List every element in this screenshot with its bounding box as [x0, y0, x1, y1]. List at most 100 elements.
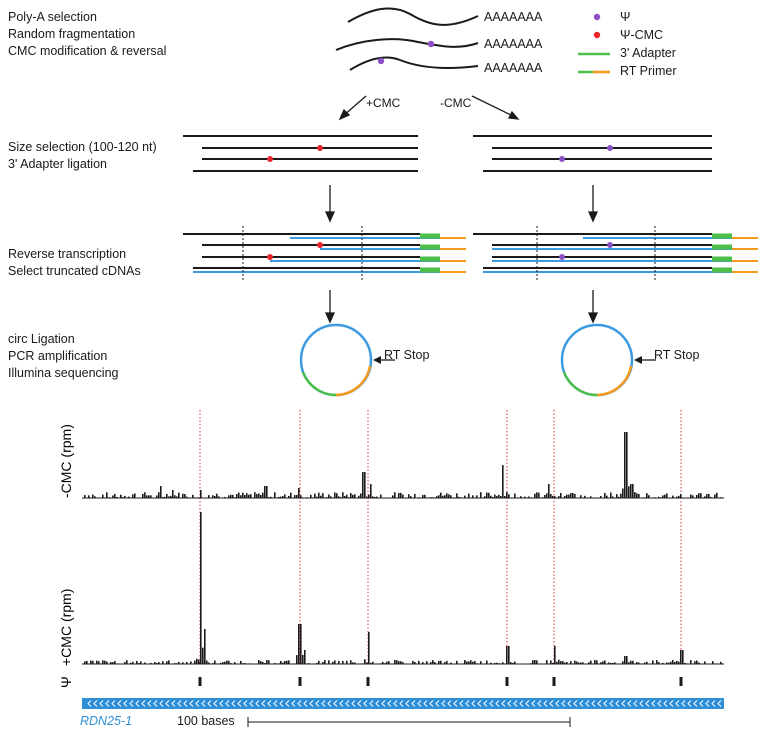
coverage-bar-plus-cmc: [632, 660, 634, 664]
coverage-bar-minus-cmc: [92, 494, 94, 498]
coverage-bar-plus-cmc: [86, 660, 88, 664]
coverage-bar-plus-cmc: [114, 661, 116, 664]
strand-chevron: [519, 700, 524, 707]
coverage-bar-minus-cmc: [424, 494, 426, 498]
coverage-bar-minus-cmc: [218, 496, 220, 498]
coverage-bar-minus-cmc: [306, 497, 308, 498]
coverage-bar-plus-cmc: [92, 660, 94, 664]
coverage-bar-plus-cmc: [438, 660, 440, 664]
coverage-bar-minus-cmc: [690, 494, 692, 498]
mrna-line-2: [335, 38, 479, 51]
coverage-bar-minus-cmc: [566, 494, 568, 498]
coverage-bar-minus-cmc: [328, 494, 330, 498]
coverage-bar-plus-cmc: [672, 660, 674, 664]
coverage-bar-minus-cmc: [664, 494, 666, 498]
coverage-bar-minus-cmc: [536, 492, 538, 498]
coverage-bar-minus-cmc: [500, 496, 502, 498]
coverage-bar-minus-cmc: [636, 493, 638, 498]
coverage-bar-plus-cmc: [634, 663, 636, 664]
strand-chevron: [663, 700, 668, 707]
coverage-bar-minus-cmc: [348, 497, 350, 498]
strand-chevron: [585, 700, 590, 707]
coverage-bar-minus-cmc: [704, 496, 706, 498]
strand-chevron: [537, 700, 542, 707]
strand-chevron: [579, 700, 584, 707]
strand-chevron: [189, 700, 194, 707]
coverage-bar-minus-cmc: [400, 492, 402, 498]
coverage-bar-plus-cmc: [644, 662, 646, 664]
coverage-bar-minus-cmc: [570, 493, 572, 498]
strand-chevron: [483, 700, 488, 707]
strand-chevron: [477, 700, 482, 707]
coverage-bar-minus-cmc: [398, 492, 400, 498]
coverage-bar-minus-cmc: [256, 494, 258, 498]
coverage-bar-minus-cmc: [580, 495, 582, 498]
strand-chevron: [207, 700, 212, 707]
coverage-bar-plus-cmc: [244, 663, 246, 664]
coverage-bar-minus-cmc: [172, 490, 174, 498]
psi-site-tick: [198, 677, 202, 686]
coverage-bar-minus-cmc: [422, 495, 424, 498]
coverage-bar-plus-cmc: [96, 660, 98, 664]
coverage-bar-plus-cmc: [166, 661, 168, 664]
coverage-bar-minus-cmc: [266, 486, 268, 498]
coverage-bar-minus-cmc: [224, 496, 226, 498]
strand-chevron: [105, 700, 110, 707]
coverage-bar-minus-cmc: [314, 493, 316, 498]
coverage-bar-minus-cmc: [326, 497, 328, 498]
gene-strand-chevrons: [87, 700, 722, 707]
strand-chevron: [711, 700, 716, 707]
coverage-bar-plus-cmc: [720, 661, 722, 664]
coverage-bar-plus-cmc: [470, 660, 472, 664]
circular-cdna-left: [299, 323, 395, 397]
coverage-bar-plus-cmc: [604, 660, 606, 664]
coverage-bar-minus-cmc: [714, 494, 716, 498]
read-psi-cmc-1: [317, 145, 323, 151]
reads-minus: [473, 135, 712, 172]
strand-chevron: [717, 700, 722, 707]
coverage-bar-minus-cmc: [368, 494, 370, 498]
strand-chevron: [603, 700, 608, 707]
coverage-bar-plus-cmc: [464, 660, 466, 664]
coverage-bar-plus-cmc: [560, 661, 562, 664]
coverage-bar-plus-cmc: [658, 662, 660, 664]
coverage-bar-plus-cmc: [206, 660, 208, 664]
coverage-bar-plus-cmc: [224, 661, 226, 664]
coverage-bar-plus-cmc: [222, 662, 224, 664]
coverage-bar-minus-cmc: [514, 493, 516, 498]
coverage-bar-plus-cmc: [594, 660, 596, 664]
coverage-bar-minus-cmc: [340, 497, 342, 498]
coverage-bar-minus-cmc: [316, 496, 318, 498]
coverage-bar-minus-cmc: [228, 495, 230, 498]
coverage-bar-minus-cmc: [280, 496, 282, 498]
coverage-bar-minus-cmc: [268, 497, 270, 498]
coverage-bar-minus-cmc: [234, 497, 236, 498]
coverage-bar-minus-cmc: [342, 492, 344, 498]
coverage-bar-plus-cmc: [274, 663, 276, 664]
coverage-bar-minus-cmc: [638, 494, 640, 498]
coverage-bar-minus-cmc: [618, 496, 620, 498]
coverage-bar-plus-cmc: [570, 661, 572, 664]
coverage-bar-plus-cmc: [102, 660, 104, 664]
strand-chevron: [147, 700, 152, 707]
coverage-bar-plus-cmc: [380, 663, 382, 664]
coverage-bar-minus-cmc: [630, 484, 632, 498]
coverage-bar-minus-cmc: [310, 494, 312, 498]
coverage-bar-minus-cmc: [600, 496, 602, 498]
coverage-bar-plus-cmc: [124, 662, 126, 664]
coverage-bar-minus-cmc: [468, 493, 470, 498]
coverage-bar-minus-cmc: [542, 497, 544, 498]
coverage-bar-minus-cmc: [244, 495, 246, 498]
strand-chevron: [255, 700, 260, 707]
strand-chevron: [525, 700, 530, 707]
strand-chevron: [111, 700, 116, 707]
coverage-bar-minus-cmc: [250, 494, 252, 498]
strand-chevron: [381, 700, 386, 707]
step4-line3: Illumina sequencing: [8, 366, 119, 380]
strand-chevron: [441, 700, 446, 707]
coverage-bar-minus-cmc: [142, 493, 144, 498]
read-psi-cmc-2: [267, 156, 273, 162]
coverage-bar-minus-cmc: [496, 495, 498, 498]
coverage-bar-minus-cmc: [624, 432, 626, 498]
